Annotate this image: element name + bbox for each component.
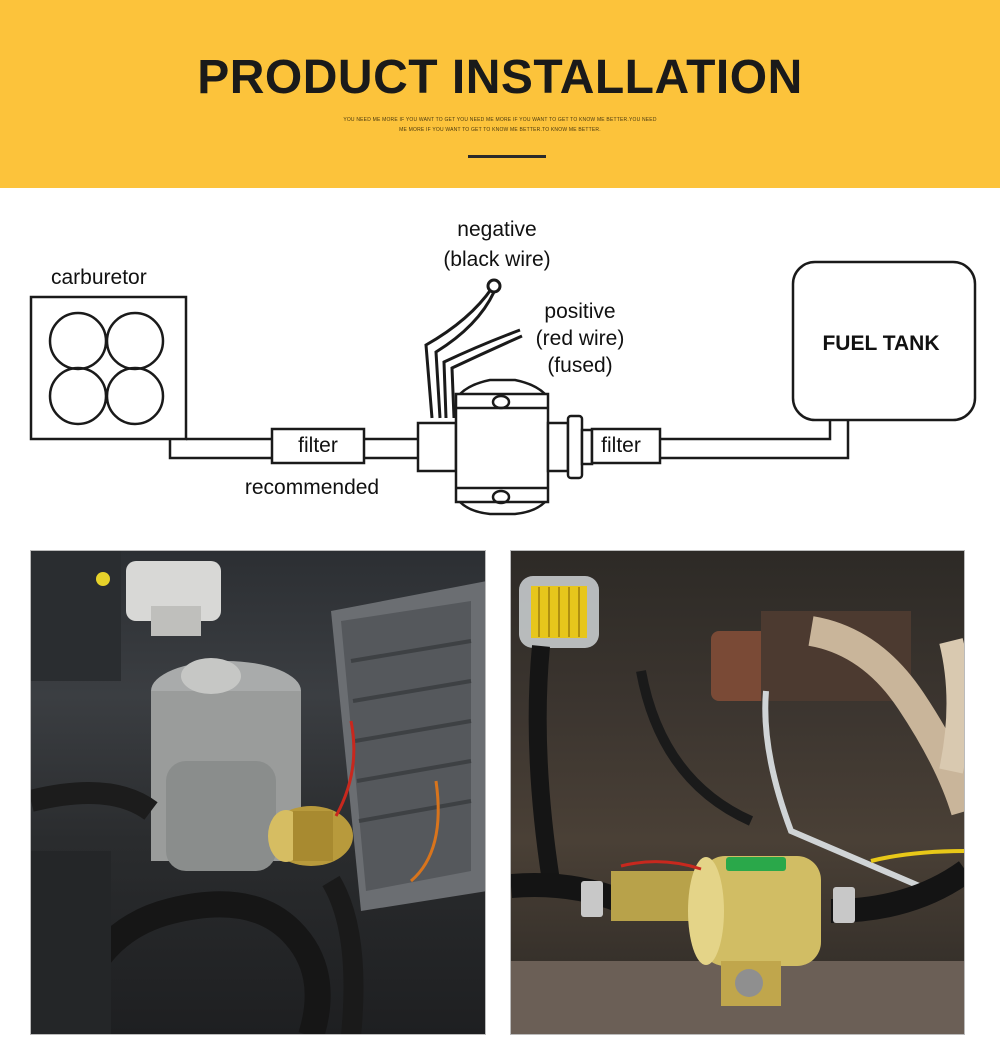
- pump-top-bracket: [459, 378, 546, 395]
- pump-outlet-nut: [546, 421, 570, 473]
- carburetor-box: [29, 295, 188, 441]
- negative-label-line-2: (black wire): [443, 248, 550, 271]
- page-title: PRODUCT INSTALLATION: [197, 51, 803, 104]
- negative-wire-2: [434, 291, 496, 419]
- fuel-line-carb-to-filter: [168, 437, 272, 460]
- positive-wire: [442, 328, 521, 419]
- positive-label-line-2: (red wire): [536, 327, 625, 350]
- fuel-line-filter-to-pump: [364, 437, 418, 460]
- fuel-tank-box: [791, 260, 977, 422]
- carburetor-barrel: [105, 366, 165, 426]
- filter-left-label: filter: [298, 434, 338, 457]
- pump-outlet-hex: [566, 414, 584, 480]
- banner-subtitle-line-1: YOU NEED ME MORE IF YOU WANT TO GET YOU …: [343, 117, 657, 123]
- positive-wire-2: [450, 334, 523, 419]
- carburetor-barrel: [48, 311, 108, 371]
- negative-wire-terminal: [486, 278, 502, 294]
- banner-subtitle-line-2: ME MORE IF YOU WANT TO GET TO KNOW ME BE…: [399, 127, 601, 133]
- fuel-pump-closeup-photo: [510, 550, 965, 1035]
- positive-label-line-3: (fused): [547, 354, 612, 377]
- negative-wire: [424, 287, 494, 419]
- pump-bottom-hole: [491, 489, 511, 505]
- header-banner: PRODUCT INSTALLATION YOU NEED ME MORE IF…: [0, 0, 1000, 188]
- filter-left-box: [270, 427, 366, 465]
- pump-inlet: [416, 421, 458, 473]
- negative-label-line-1: negative: [457, 218, 536, 241]
- pump-body: [454, 392, 550, 504]
- installation-diagram: carburetor negative (black wire) positiv…: [29, 218, 977, 516]
- title-underline: [468, 155, 546, 158]
- carburetor-barrel: [48, 366, 108, 426]
- filter-right-box: [590, 427, 662, 465]
- pump-bottom-bracket: [459, 501, 546, 516]
- fuel-tank-label: FUEL TANK: [822, 332, 939, 355]
- fuel-line-filter-to-tank: [660, 418, 850, 460]
- filter-right-label: filter: [601, 434, 641, 457]
- carburetor-label: carburetor: [51, 266, 147, 289]
- recommended-label: recommended: [245, 476, 379, 499]
- engine-bay-installation-photo: [30, 550, 486, 1035]
- carburetor-barrel: [105, 311, 165, 371]
- positive-label-line-1: positive: [544, 300, 615, 323]
